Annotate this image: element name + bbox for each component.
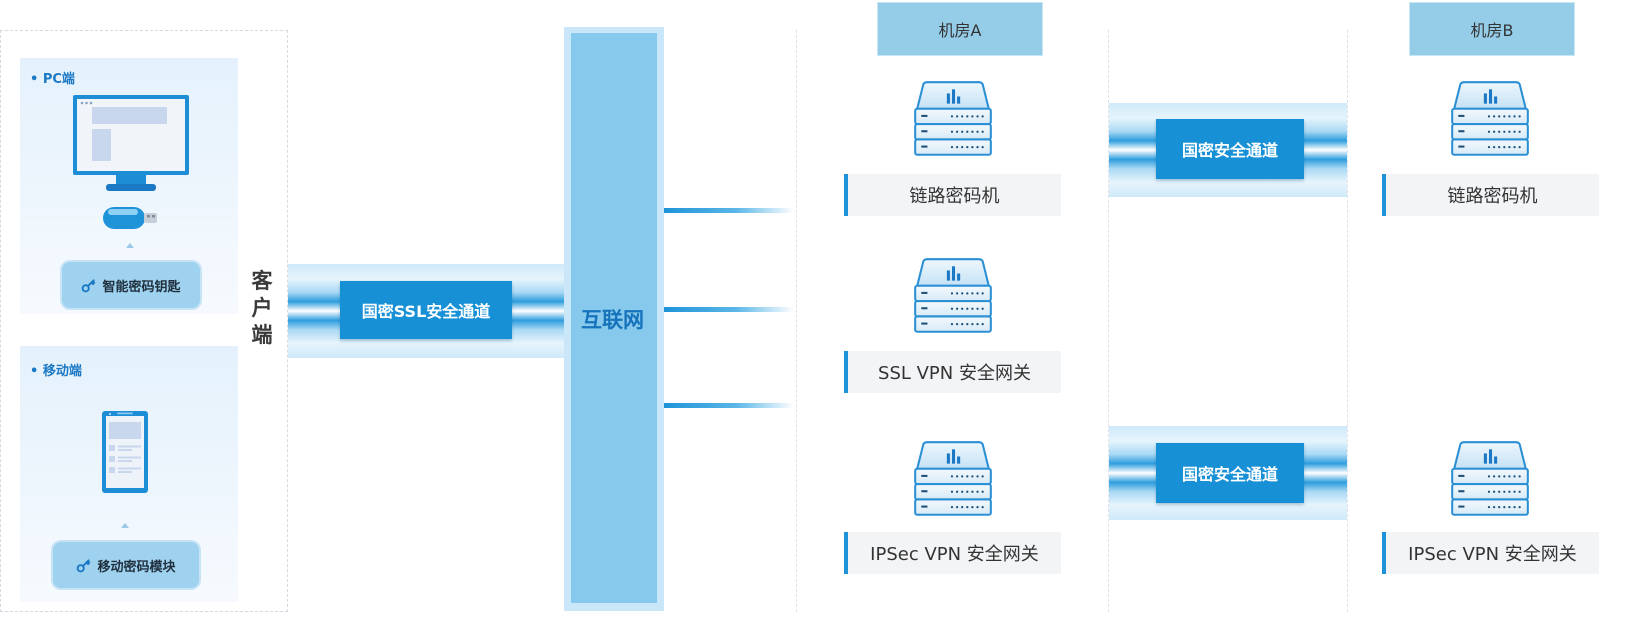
room-a-device-label: IPSec VPN 安全网关 <box>844 532 1061 574</box>
phone-icon <box>102 411 148 493</box>
key-icon <box>76 558 91 573</box>
mobile-connector-arrow-icon <box>121 523 129 528</box>
server-icon <box>907 81 999 159</box>
internet-link-line <box>664 403 794 408</box>
client-side-label: 客 户 端 <box>251 269 273 347</box>
monitor-icon <box>73 95 189 191</box>
internet-link-line <box>664 208 794 213</box>
room-a-device-label: 链路密码机 <box>844 174 1061 216</box>
mobile-module-button[interactable]: 移动密码模块 <box>51 540 201 590</box>
room-b-device-label: 链路密码机 <box>1382 174 1599 216</box>
zone-divider-room-a <box>796 30 797 612</box>
secure-tunnel-label: 国密安全通道 <box>1156 119 1304 179</box>
pc-connector-arrow-icon <box>126 243 134 248</box>
client-zone-frame <box>0 30 288 612</box>
pc-panel-title: • PC端 <box>30 72 75 87</box>
internet-column-core <box>571 33 657 603</box>
secure-tunnel-label: 国密安全通道 <box>1156 443 1304 503</box>
mobile-panel-title: • 移动端 <box>30 364 82 379</box>
zone-divider-tunnels <box>1108 30 1109 612</box>
smart-key-button[interactable]: 智能密码钥匙 <box>60 260 202 310</box>
ssl-tunnel-label: 国密SSL安全通道 <box>340 281 512 339</box>
mobile-module-label: 移动密码模块 <box>97 559 176 575</box>
internet-link-line <box>664 307 794 312</box>
room-b-title: 机房B <box>1409 2 1575 56</box>
room-a-title: 机房A <box>877 2 1043 56</box>
usb-key-icon <box>103 207 157 229</box>
zone-divider-room-b <box>1347 30 1348 612</box>
server-icon <box>1444 441 1536 519</box>
room-a-device-label: SSL VPN 安全网关 <box>844 351 1061 393</box>
server-icon <box>907 441 999 519</box>
key-icon <box>81 278 96 293</box>
room-b-device-label: IPSec VPN 安全网关 <box>1382 532 1599 574</box>
server-icon <box>1444 81 1536 159</box>
smart-key-label: 智能密码钥匙 <box>102 279 181 295</box>
internet-label: 互联网 <box>581 308 644 332</box>
server-icon <box>907 258 999 336</box>
